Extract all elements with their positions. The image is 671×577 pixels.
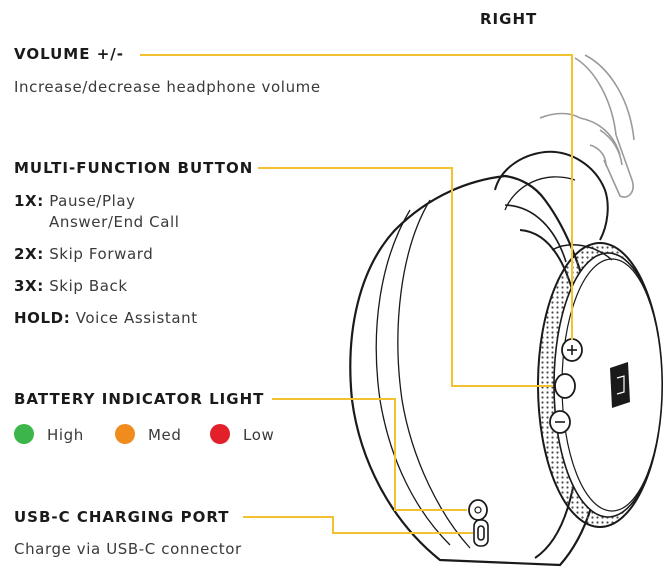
battery-high-dot	[14, 424, 34, 444]
earcup-cap	[537, 242, 663, 528]
usb-heading: USB-C CHARGING PORT	[14, 508, 230, 526]
volume-heading: VOLUME +/-	[14, 45, 124, 63]
mfb-action-continued: Answer/End Call	[49, 213, 180, 231]
mfb-action: Pause/Play	[49, 192, 136, 210]
headband	[539, 54, 635, 198]
mfb-action: Voice Assistant	[75, 309, 198, 327]
mfb-action: Skip Forward	[49, 245, 154, 263]
side-label: RIGHT	[480, 10, 538, 28]
battery-high-label: High	[47, 426, 84, 444]
battery-low-dot	[210, 424, 230, 444]
battery-med-label: Med	[148, 426, 182, 444]
logo-badge	[610, 362, 630, 408]
usb-c-port	[473, 519, 489, 547]
button-glyphs	[555, 345, 577, 423]
mfb-item-1x: 1X: Pause/Play	[14, 192, 136, 210]
mfb-heading: MULTI-FUNCTION BUTTON	[14, 159, 254, 177]
volume-description: Increase/decrease headphone volume	[14, 78, 321, 96]
mfb-item-2x: 2X: Skip Forward	[14, 245, 153, 263]
mfb-item-3x: 3X: Skip Back	[14, 277, 128, 295]
mfb-key: 1X:	[14, 192, 44, 210]
mfb-key: 3X:	[14, 277, 44, 295]
battery-med-dot	[115, 424, 135, 444]
mfb-key: HOLD:	[14, 309, 71, 327]
multi-function-button	[554, 373, 576, 399]
usb-description: Charge via USB-C connector	[14, 540, 242, 558]
battery-heading: BATTERY INDICATOR LIGHT	[14, 390, 265, 408]
battery-low-label: Low	[243, 426, 275, 444]
mfb-item-hold: HOLD: Voice Assistant	[14, 309, 198, 327]
mfb-action: Skip Back	[49, 277, 128, 295]
callout-lines	[140, 54, 573, 534]
mfb-key: 2X:	[14, 245, 44, 263]
